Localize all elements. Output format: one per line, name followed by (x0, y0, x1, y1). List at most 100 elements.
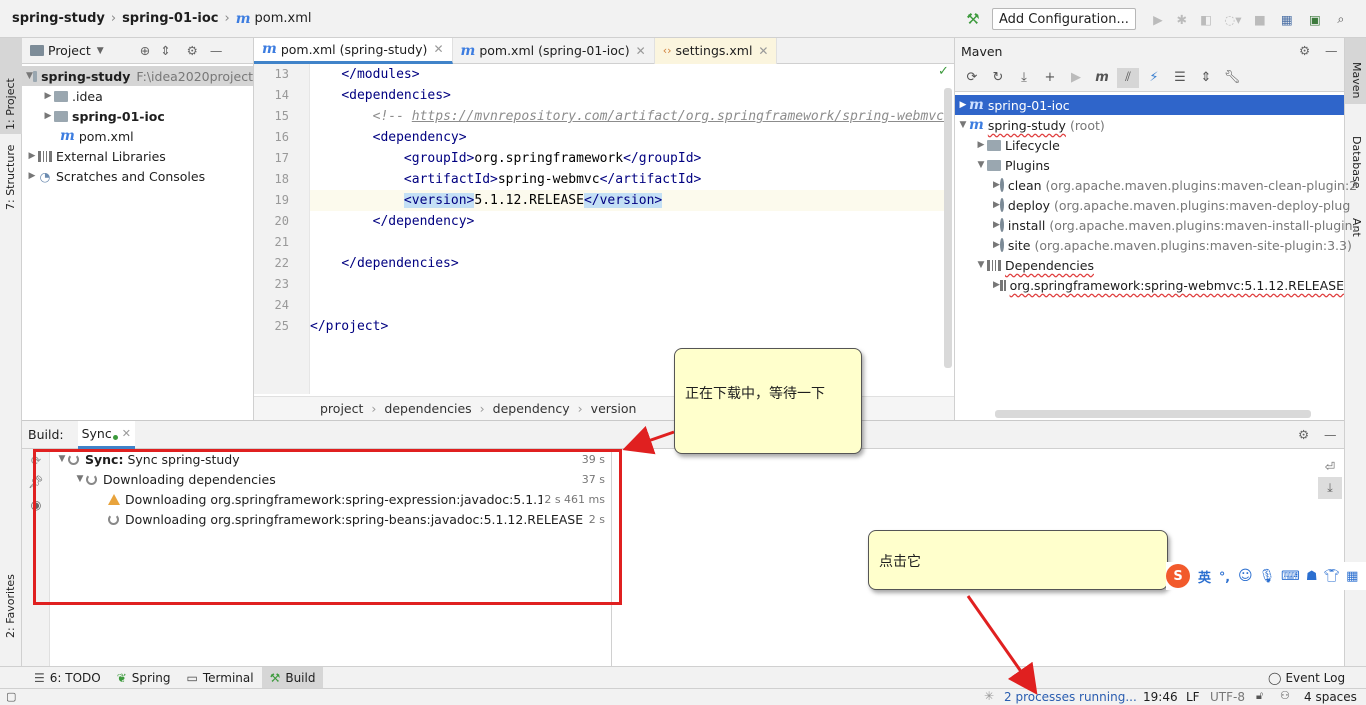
wrench-icon[interactable]: 🔧︎ (1223, 70, 1241, 85)
run-icon[interactable]: ▶ (1153, 11, 1163, 27)
toggle-tool-windows-icon[interactable]: ▢ (6, 690, 17, 703)
add-icon[interactable]: + (1044, 70, 1056, 85)
editor-crumb-version[interactable]: version (590, 401, 637, 416)
tab-terminal[interactable]: ▭ Terminal (179, 667, 262, 689)
terminal-window-icon[interactable]: ▣ (1308, 11, 1321, 27)
tab-settings-xml[interactable]: ‹› settings.xml ✕ (654, 37, 778, 64)
ime-language-toggle[interactable]: 英 (1198, 570, 1212, 586)
expanded-arrow-icon[interactable]: ▼ (977, 160, 985, 170)
collapsed-arrow-icon[interactable]: ▶ (993, 200, 1000, 210)
tab-pom-spring-01-ioc[interactable]: m pom.xml (spring-01-ioc) ✕ (453, 37, 655, 64)
punctuation-icon[interactable]: °, (1219, 568, 1231, 584)
collapse-all-icon[interactable]: ⇕ (1200, 70, 1212, 85)
tab-sync[interactable]: Sync ✕ (77, 420, 135, 449)
breadcrumb-item-spring-study[interactable]: spring-study (12, 11, 105, 26)
show-dependencies-icon[interactable]: ☰ (1174, 70, 1186, 85)
expanded-arrow-icon[interactable]: ▼ (977, 260, 985, 270)
breadcrumb-item-pom[interactable]: pom.xml (254, 11, 312, 26)
tree-item-pom[interactable]: m pom.xml (22, 126, 253, 146)
tree-item-external-libraries[interactable]: ▶ External Libraries (22, 146, 253, 166)
build-row-beans[interactable]: Downloading org.springframework:spring-b… (50, 509, 611, 529)
keyboard-icon[interactable]: ⌨ (1281, 568, 1300, 584)
tab-build[interactable]: ⚒ Build (261, 666, 324, 689)
collapsed-arrow-icon[interactable]: ▶ (977, 140, 985, 150)
tree-item-spring-01-ioc[interactable]: ▶ spring-01-ioc (22, 106, 253, 126)
skip-tests-icon[interactable]: ⚡ (1149, 70, 1159, 85)
search-everywhere-icon[interactable]: ⌕ (1337, 11, 1345, 26)
scroll-to-end-icon[interactable]: ⤓ (1318, 477, 1342, 499)
collapsed-arrow-icon[interactable]: ▶ (993, 220, 1000, 230)
maven-lifecycle[interactable]: ▶ Lifecycle (955, 135, 1344, 155)
tree-item-scratches[interactable]: ▶ ◔ Scratches and Consoles (22, 166, 253, 186)
tab-spring[interactable]: ❦ Spring (109, 667, 179, 689)
stop-icon[interactable]: ■ (1253, 11, 1266, 27)
minimize-icon[interactable]: — (1325, 43, 1338, 58)
sogou-logo-icon[interactable]: S (1166, 564, 1190, 588)
run-icon[interactable]: ▶ (1071, 70, 1081, 85)
reload-icon[interactable]: ⟳ (966, 70, 978, 85)
build-row-downloading[interactable]: ▼ Downloading dependencies 37 s (50, 469, 611, 489)
toggle-offline-icon[interactable]: ⫽ (1117, 67, 1139, 88)
user-icon[interactable]: ☗ (1305, 568, 1318, 584)
editor-scrollbar[interactable] (944, 88, 952, 368)
soft-wrap-icon[interactable]: ⏎ (1324, 458, 1336, 474)
chevron-down-icon[interactable]: ▼ (96, 45, 104, 56)
emoji-icon[interactable]: ☺ (1238, 568, 1253, 584)
locate-icon[interactable]: ⊕ (139, 43, 151, 58)
tree-item-idea[interactable]: ▶ .idea (22, 86, 253, 106)
collapsed-arrow-icon[interactable]: ▶ (993, 280, 1000, 290)
collapse-icon[interactable]: ⇕ (160, 43, 171, 58)
debug-icon[interactable]: ✱ (1176, 11, 1188, 27)
collapsed-arrow-icon[interactable]: ▶ (993, 180, 1000, 190)
editor-crumb-project[interactable]: project (320, 401, 364, 416)
collapsed-arrow-icon[interactable]: ▶ (28, 171, 36, 181)
build-row-expression[interactable]: Downloading org.springframework:spring-e… (50, 489, 611, 509)
indent-setting[interactable]: 4 spaces (1304, 690, 1357, 704)
expanded-arrow-icon[interactable]: ▼ (26, 71, 33, 81)
gear-icon[interactable]: ⚙ (1299, 43, 1311, 58)
expanded-arrow-icon[interactable]: ▼ (959, 120, 967, 130)
collapsed-arrow-icon[interactable]: ▶ (44, 111, 52, 121)
add-configuration-button[interactable]: Add Configuration... (992, 8, 1136, 30)
profile-icon[interactable]: ◌▾ (1224, 11, 1242, 27)
collapsed-arrow-icon[interactable]: ▶ (44, 91, 52, 101)
maven-goal-icon[interactable]: m (1095, 70, 1109, 85)
maven-scrollbar[interactable] (995, 410, 1311, 418)
code-area[interactable]: </modules> <dependencies> <!-- https://m… (310, 64, 944, 394)
tab-todo[interactable]: ☰ 6: TODO (26, 667, 109, 689)
gear-icon[interactable]: ⚙ (1298, 427, 1310, 442)
toolbox-icon[interactable]: ▦ (1346, 568, 1359, 584)
collapsed-arrow-icon[interactable]: ▶ (28, 151, 36, 161)
pin-icon[interactable]: 📌︎ (28, 474, 44, 489)
tab-pom-spring-study[interactable]: m pom.xml (spring-study) ✕ (254, 37, 453, 64)
breadcrumb-item-spring-01-ioc[interactable]: spring-01-ioc (122, 11, 219, 26)
close-icon[interactable]: ✕ (758, 43, 769, 58)
maven-plugin-site[interactable]: ▶ site (org.apache.maven.plugins:maven-s… (955, 235, 1352, 255)
maven-plugin-install[interactable]: ▶ install (org.apache.maven.plugins:mave… (955, 215, 1357, 235)
minimize-icon[interactable]: — (209, 43, 223, 58)
download-icon[interactable]: ⤓ (1021, 70, 1027, 85)
hammer-build-icon[interactable]: ⚒ (966, 10, 980, 28)
maven-plugin-clean[interactable]: ▶ clean (org.apache.maven.plugins:maven-… (955, 175, 1357, 195)
lock-icon[interactable]: 🔓︎ (1256, 689, 1264, 702)
project-structure-icon[interactable]: ▦ (1280, 11, 1293, 27)
collapsed-arrow-icon[interactable]: ▶ (959, 100, 967, 110)
expanded-arrow-icon[interactable]: ▼ (76, 474, 84, 484)
maven-dependency-webmvc[interactable]: ▶ org.springframework:spring-webmvc:5.1.… (955, 275, 1344, 295)
maven-project-spring-01-ioc[interactable]: ▶ m spring-01-ioc (955, 95, 1344, 115)
skin-icon[interactable]: 👕︎ (1323, 568, 1341, 584)
tree-item-spring-study[interactable]: ▼ spring-study F:\idea2020project (22, 66, 253, 86)
event-log-button[interactable]: ◯ Event Log (1260, 667, 1353, 689)
project-view-selector[interactable]: Project (48, 43, 91, 58)
minimize-icon[interactable]: — (1324, 427, 1337, 442)
maven-dependencies[interactable]: ▼ Dependencies (955, 255, 1344, 275)
expanded-arrow-icon[interactable]: ▼ (58, 454, 66, 464)
line-separator[interactable]: LF (1186, 690, 1200, 704)
caret-position[interactable]: 19:46 (1143, 690, 1178, 704)
generate-sources-icon[interactable]: ↻ (992, 70, 1004, 85)
build-row-sync[interactable]: ▼ Sync: Sync spring-study 39 s (50, 449, 611, 469)
close-icon[interactable]: ✕ (635, 43, 646, 58)
collapsed-arrow-icon[interactable]: ▶ (993, 240, 1000, 250)
editor-crumb-dependencies[interactable]: dependencies (384, 401, 472, 416)
close-icon[interactable]: ✕ (121, 426, 131, 440)
